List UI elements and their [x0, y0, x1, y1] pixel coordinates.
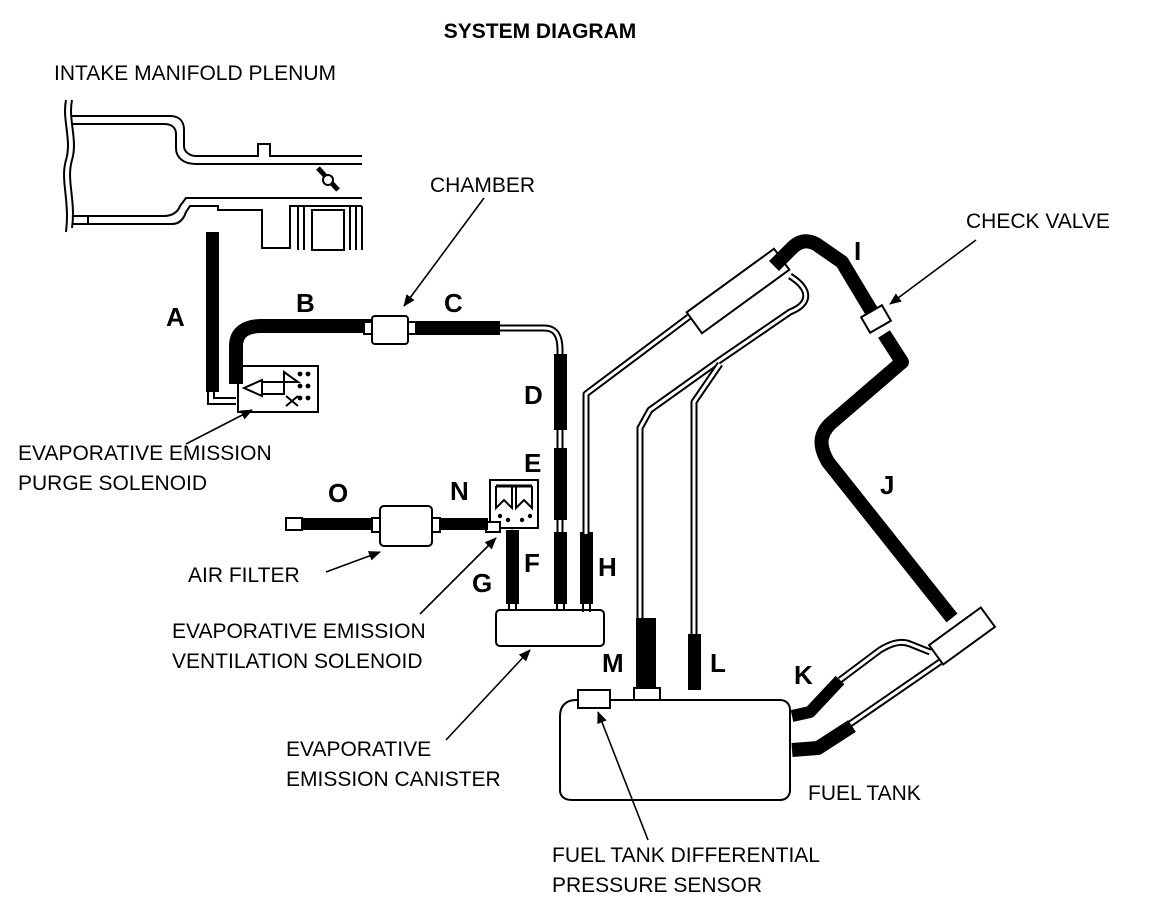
hose-j-letter: J [880, 470, 894, 500]
check-valve-label: CHECK VALVE [966, 210, 1110, 233]
ventilation-solenoid-label-line2: VENTILATION SOLENOID [172, 650, 423, 673]
hose-m [633, 618, 661, 703]
hose-m-letter: M [602, 648, 624, 678]
hose-c-letter: C [444, 288, 463, 318]
upper-valve-assembly [636, 247, 810, 620]
fuel-tank-pressure-sensor [577, 689, 611, 709]
hose-g-letter: G [472, 568, 492, 598]
hose-c [416, 321, 564, 356]
hose-o-letter: O [328, 478, 348, 508]
intake-manifold-plenum [63, 99, 363, 251]
ventilation-solenoid-label-line1: EVAPORATIVE EMISSION [172, 620, 426, 643]
throttle-valve-icon [316, 166, 340, 192]
hose-k [790, 675, 856, 757]
ventilation-solenoid [485, 479, 539, 535]
hose-d-letter: D [524, 380, 543, 410]
hose-j [814, 330, 958, 623]
canister-label-line2: EMISSION CANISTER [286, 768, 501, 791]
hose-n-letter: N [450, 476, 469, 506]
hose-d [554, 354, 567, 450]
hose-g [506, 530, 519, 612]
hose-l [688, 362, 723, 690]
hose-a-letter: A [166, 302, 185, 332]
hose-k-letter: K [794, 660, 813, 690]
lower-valve-assembly [837, 606, 997, 727]
hose-f [554, 532, 567, 612]
hose-a [206, 232, 236, 405]
check-valve [859, 303, 893, 335]
chamber-label: CHAMBER [430, 174, 535, 197]
purge-solenoid [237, 365, 319, 413]
evaporative-emission-canister [495, 609, 605, 647]
fuel-tank [559, 699, 791, 801]
hose-h [580, 313, 693, 612]
hose-i [769, 234, 879, 316]
hose-f-letter: F [524, 548, 540, 578]
hose-h-letter: H [598, 552, 617, 582]
hose-n [440, 518, 488, 530]
hose-i-letter: I [854, 236, 861, 266]
canister-label-line1: EVAPORATIVE [286, 738, 431, 761]
fuel-tank-label: FUEL TANK [808, 782, 921, 805]
pressure-sensor-label-line2: PRESSURE SENSOR [552, 874, 762, 897]
air-filter [371, 505, 441, 547]
hose-l-letter: L [710, 648, 726, 678]
air-filter-label: AIR FILTER [188, 564, 300, 587]
pressure-sensor-label-line1: FUEL TANK DIFFERENTIAL [552, 844, 820, 867]
chamber [363, 315, 417, 345]
diagram-title: SYSTEM DIAGRAM [444, 20, 637, 43]
hose-e [554, 448, 567, 534]
intake-manifold-plenum-label: INTAKE MANIFOLD PLENUM [54, 62, 336, 85]
hose-e-letter: E [524, 448, 541, 478]
purge-solenoid-label-line2: PURGE SOLENOID [18, 472, 207, 495]
hose-b-letter: B [296, 288, 315, 318]
hose-b [229, 319, 372, 384]
purge-solenoid-label-line1: EVAPORATIVE EMISSION [18, 442, 272, 465]
hose-o [285, 517, 372, 531]
